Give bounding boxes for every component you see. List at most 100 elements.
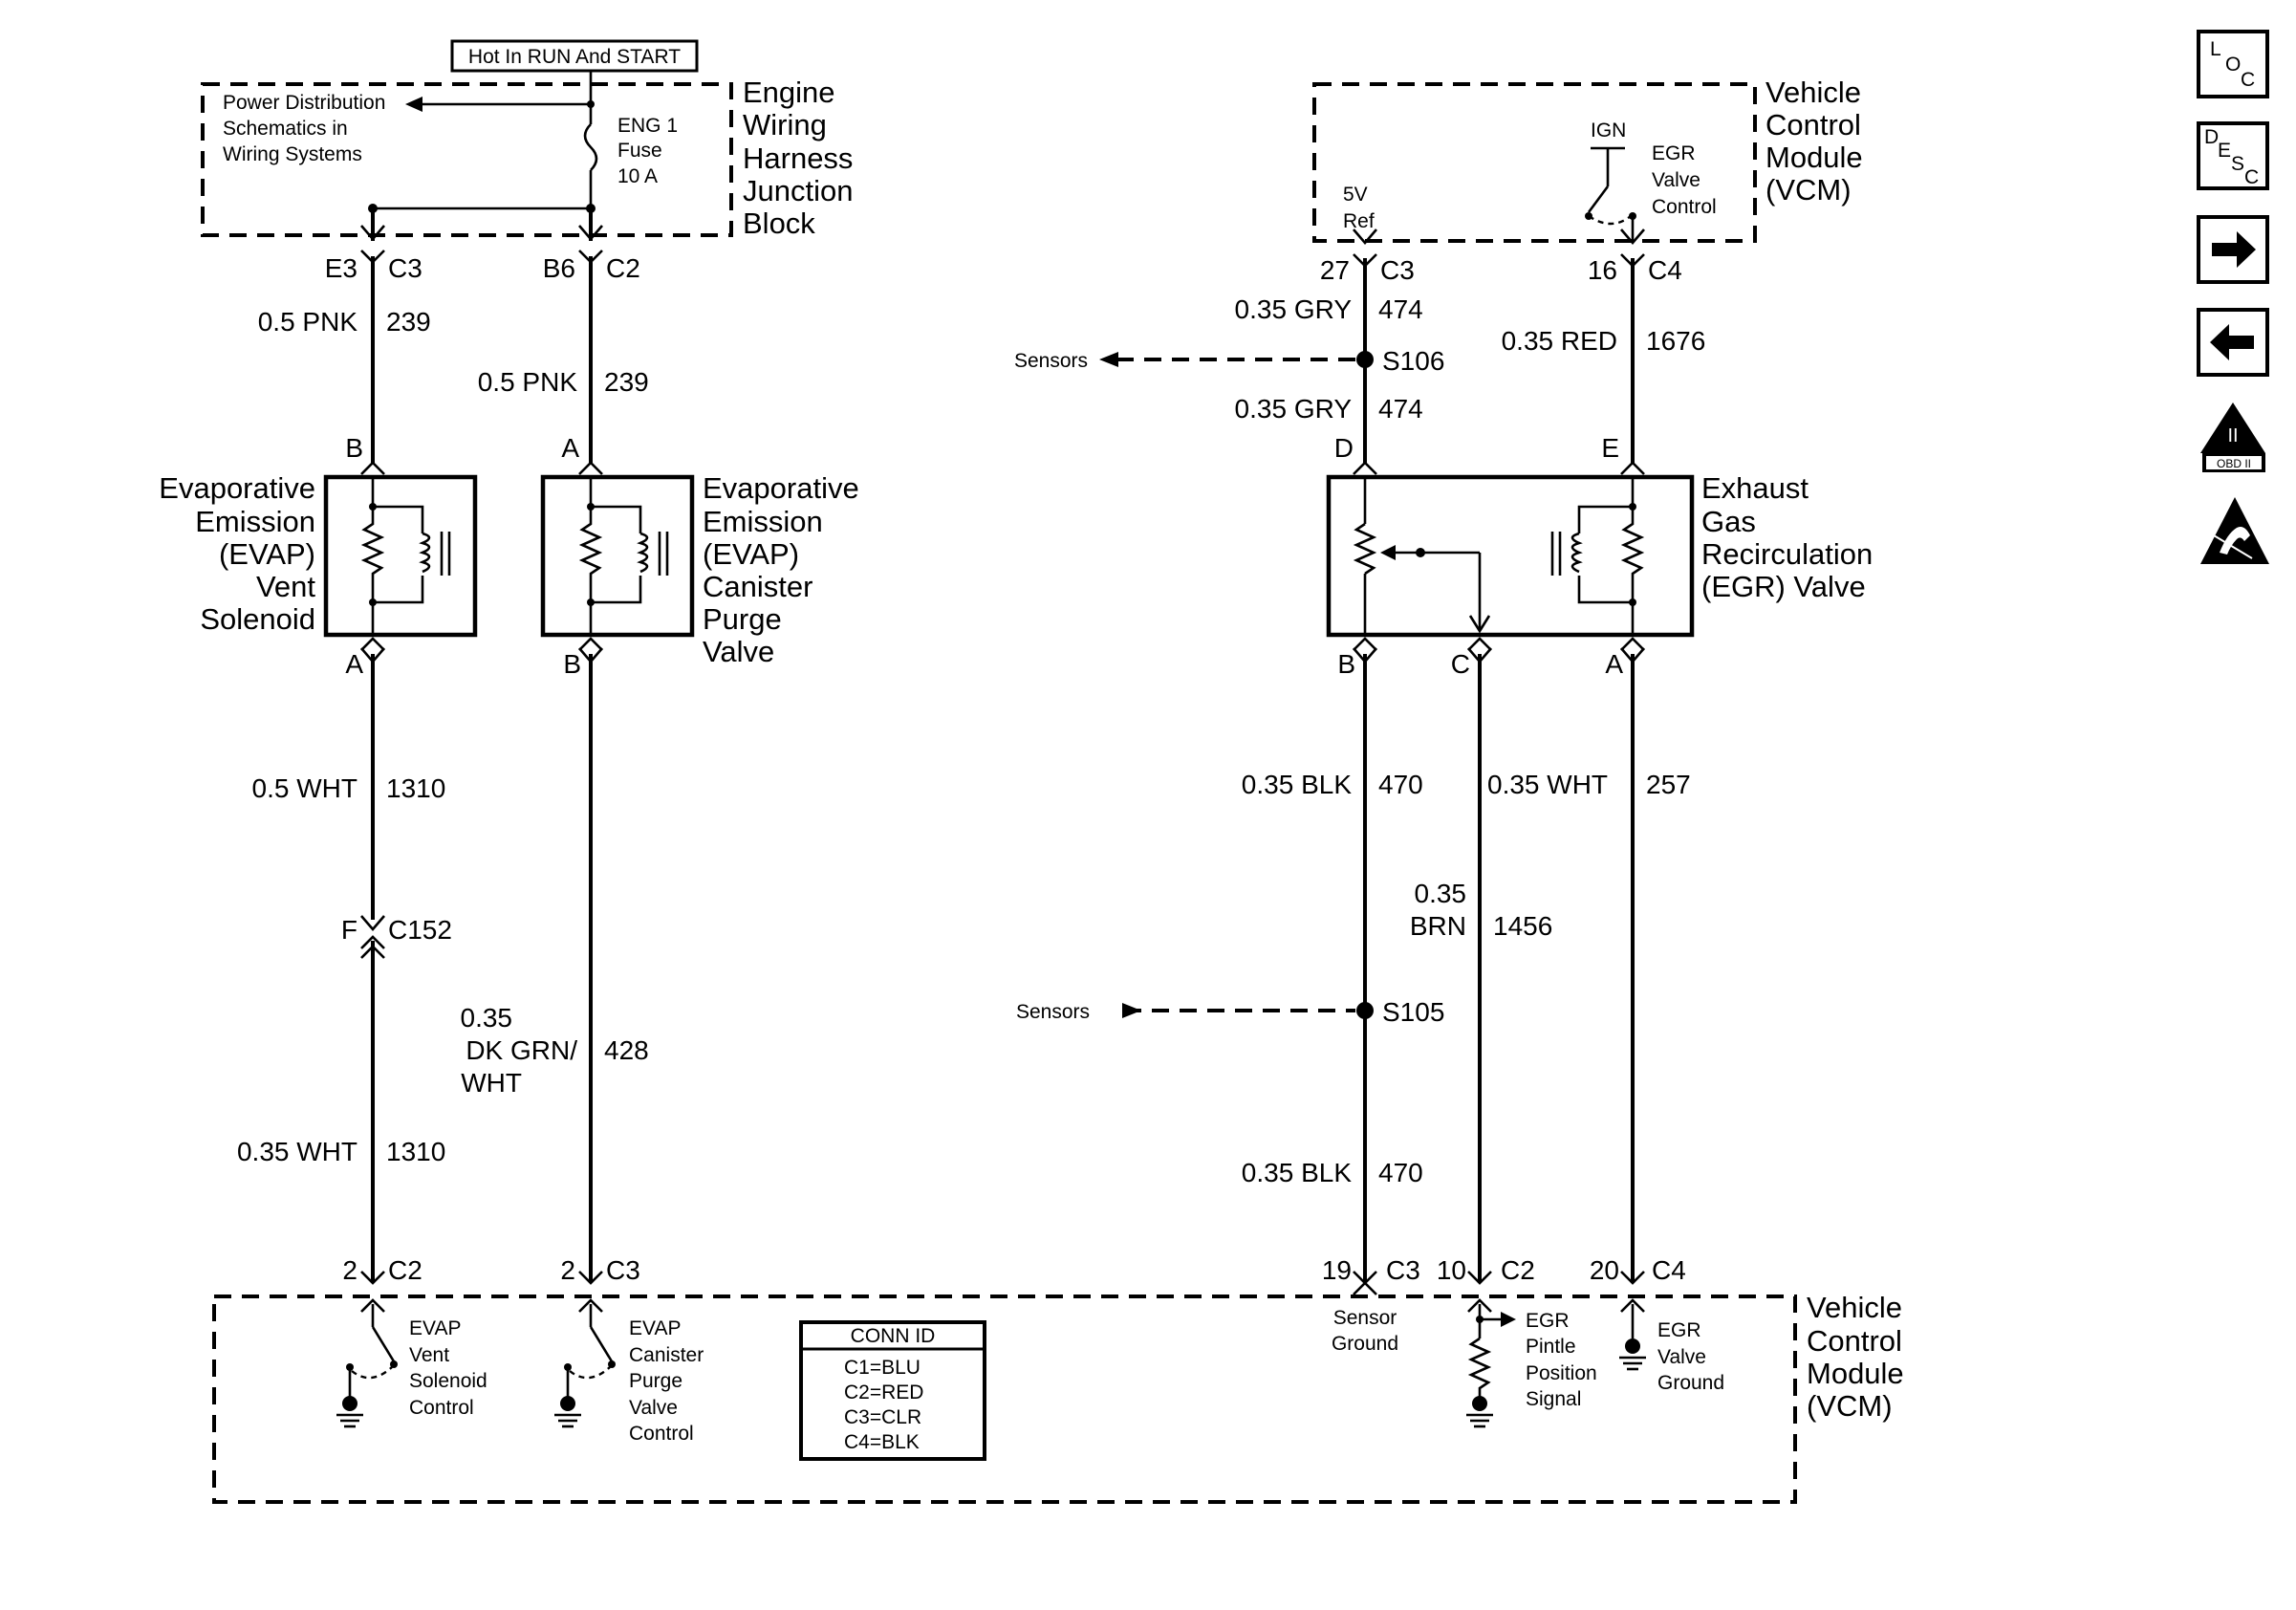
- egr-pin-b: B: [1337, 649, 1355, 679]
- egr-vcm-sig-pin: 10: [1437, 1255, 1466, 1285]
- power-distribution-note-1: Power Distribution: [223, 92, 385, 114]
- desc-letter-s: S: [2231, 153, 2244, 175]
- desc-letter-e: E: [2218, 140, 2231, 162]
- conn-id-row-2: C2=RED: [844, 1382, 923, 1403]
- egr-pin-a: A: [1605, 649, 1623, 679]
- pintle-label-4: Signal: [1526, 1388, 1581, 1410]
- egr-ref-pin: 27: [1320, 255, 1350, 285]
- purge-control-label-1: EVAP: [629, 1317, 681, 1339]
- fuse-label-1: ENG 1: [617, 115, 678, 137]
- vent-name-3: (EVAP): [219, 537, 315, 571]
- arrow-left-icon: [2210, 324, 2254, 360]
- conn-id-title: CONN ID: [851, 1325, 936, 1347]
- obd-ii-label: OBD II: [2217, 457, 2251, 470]
- egr-valve: Exhaust Gas Recirculation (EGR) Valve: [1326, 471, 1873, 638]
- purge-name-2: Emission: [703, 505, 823, 538]
- purge-name-6: Valve: [703, 635, 774, 668]
- desc-letter-d: D: [2204, 126, 2219, 148]
- egr-name-2: Gas: [1701, 505, 1756, 538]
- purge-wire-color-3: WHT: [461, 1068, 522, 1098]
- purge-name-5: Purge: [703, 602, 782, 636]
- junction-block-outline: [201, 82, 733, 237]
- vent-wire-top-circuit: 239: [386, 307, 431, 337]
- vcm-top-title-3: Module: [1765, 141, 1863, 174]
- previous-page-button[interactable]: [2197, 308, 2269, 377]
- egr-ctl-wire-circuit: 1676: [1646, 326, 1705, 356]
- egr-vcm-sig-conn: C2: [1501, 1255, 1535, 1285]
- vent-coil-icon: [419, 532, 431, 574]
- vcm-bottom-outline: [212, 1295, 1797, 1504]
- purge-valve-circuit: B6 C2 0.5 PNK 239 A Evaporative Emission…: [461, 208, 859, 1327]
- vent-control-switch-icon: [371, 1326, 396, 1362]
- purge-control-label-5: Control: [629, 1423, 694, 1445]
- vcm-bottom-title-3: Module: [1807, 1357, 1904, 1390]
- egr-vcm-a-pin: 20: [1590, 1255, 1619, 1285]
- purge-wire-color-1: 0.35: [461, 1003, 513, 1033]
- vent-wire-top-color: 0.5 PNK: [258, 307, 358, 337]
- side-nav: L O C D E S C II OBD II: [2197, 30, 2269, 564]
- egr-name-1: Exhaust: [1701, 471, 1809, 505]
- egr-vcm-gnd-conn: C3: [1386, 1255, 1420, 1285]
- purge-wire-circuit: 428: [604, 1035, 649, 1065]
- egr-control-circuit: 16 C4 0.35 RED 1676 E: [1502, 228, 1705, 475]
- splice-s106-label: S106: [1382, 346, 1444, 376]
- vcm-bottom-title-1: Vehicle: [1807, 1291, 1902, 1324]
- valve-ground-label-2: Valve: [1657, 1346, 1706, 1368]
- vcm-top-title-1: Vehicle: [1765, 76, 1861, 109]
- power-feed-arrow: [405, 97, 422, 112]
- conn-id-row-4: C4=BLK: [844, 1431, 920, 1453]
- purge-control-switch-icon: [589, 1326, 614, 1362]
- egr-ref-wire2-color: 0.35 GRY: [1235, 394, 1353, 424]
- junction-title-2: Wiring: [743, 108, 827, 141]
- splice-s105: [1356, 1002, 1374, 1019]
- egr-vcm-gnd-pin: 19: [1322, 1255, 1352, 1285]
- vent-control-label-1: EVAP: [409, 1317, 461, 1339]
- vent-name-5: Solenoid: [200, 602, 315, 636]
- vent-wire-mid-circuit: 1310: [386, 773, 445, 803]
- splice-s105-label: S105: [1382, 997, 1444, 1027]
- egr-gnd-wire1-circuit: 470: [1378, 770, 1423, 799]
- location-button[interactable]: L O C: [2197, 30, 2269, 98]
- valve-ground-label-3: Ground: [1657, 1372, 1724, 1394]
- fuse-label-2: Fuse: [617, 140, 662, 162]
- vent-top-pin: E3: [325, 253, 357, 283]
- egr-solenoid-coil-icon: [1570, 532, 1583, 574]
- vent-pin-b: B: [345, 433, 363, 463]
- egr-valve-box: [1326, 474, 1695, 638]
- pintle-resistor-icon: [1467, 1337, 1492, 1398]
- purge-coil-icon: [637, 532, 649, 574]
- obd-ii-button[interactable]: II OBD II: [2200, 402, 2265, 472]
- vcm-top: Vehicle Control Module (VCM) 5V Ref IGN …: [1312, 76, 1863, 243]
- egr-ref-conn: C3: [1380, 255, 1415, 285]
- fuse-icon: [583, 123, 598, 171]
- egr-ref-wire1-color: 0.35 GRY: [1235, 294, 1353, 324]
- egr-position-sensor-icon: [1353, 522, 1377, 576]
- purge-control-label-2: Canister: [629, 1344, 704, 1366]
- desc-letter-c: C: [2244, 166, 2259, 188]
- egr-ctl-wire-color: 0.35 RED: [1502, 326, 1617, 356]
- egr-sig-wire-circuit: 1456: [1493, 911, 1552, 941]
- description-button[interactable]: D E S C: [2197, 121, 2269, 190]
- vent-top-conn: C3: [388, 253, 422, 283]
- esd-warning-button[interactable]: [2200, 497, 2269, 564]
- vent-inline-conn: C152: [388, 915, 452, 945]
- loc-letter-o: O: [2225, 54, 2241, 76]
- vent-vcm-conn: C2: [388, 1255, 422, 1285]
- purge-wire-color-2: DK GRN/: [466, 1035, 577, 1065]
- egr-control-switch-icon: [1587, 185, 1610, 213]
- purge-wire-top-circuit: 239: [604, 367, 649, 397]
- egr-name-3: Recirculation: [1701, 537, 1873, 571]
- obd-ii-triangle-icon: [2200, 402, 2265, 453]
- vent-wire-mid-color: 0.5 WHT: [252, 773, 357, 803]
- conn-id-row-3: C3=CLR: [844, 1406, 921, 1428]
- purge-control-label-4: Valve: [629, 1397, 678, 1419]
- power-distribution-note-2: Schematics in: [223, 118, 348, 140]
- egr-control-label-1: EGR: [1652, 142, 1696, 164]
- next-page-button[interactable]: [2197, 215, 2269, 284]
- sensors-arrow-low: [1122, 1003, 1141, 1018]
- valve-ground-label-1: EGR: [1657, 1319, 1701, 1341]
- vcm-top-outline: [1312, 82, 1757, 243]
- egr-lower-circuits: B 0.35 BLK 470 S105 Sensors 0.35 BLK 470…: [1016, 637, 1691, 1313]
- purge-name-4: Canister: [703, 570, 812, 603]
- egr-ref-wire1-circuit: 474: [1378, 294, 1423, 324]
